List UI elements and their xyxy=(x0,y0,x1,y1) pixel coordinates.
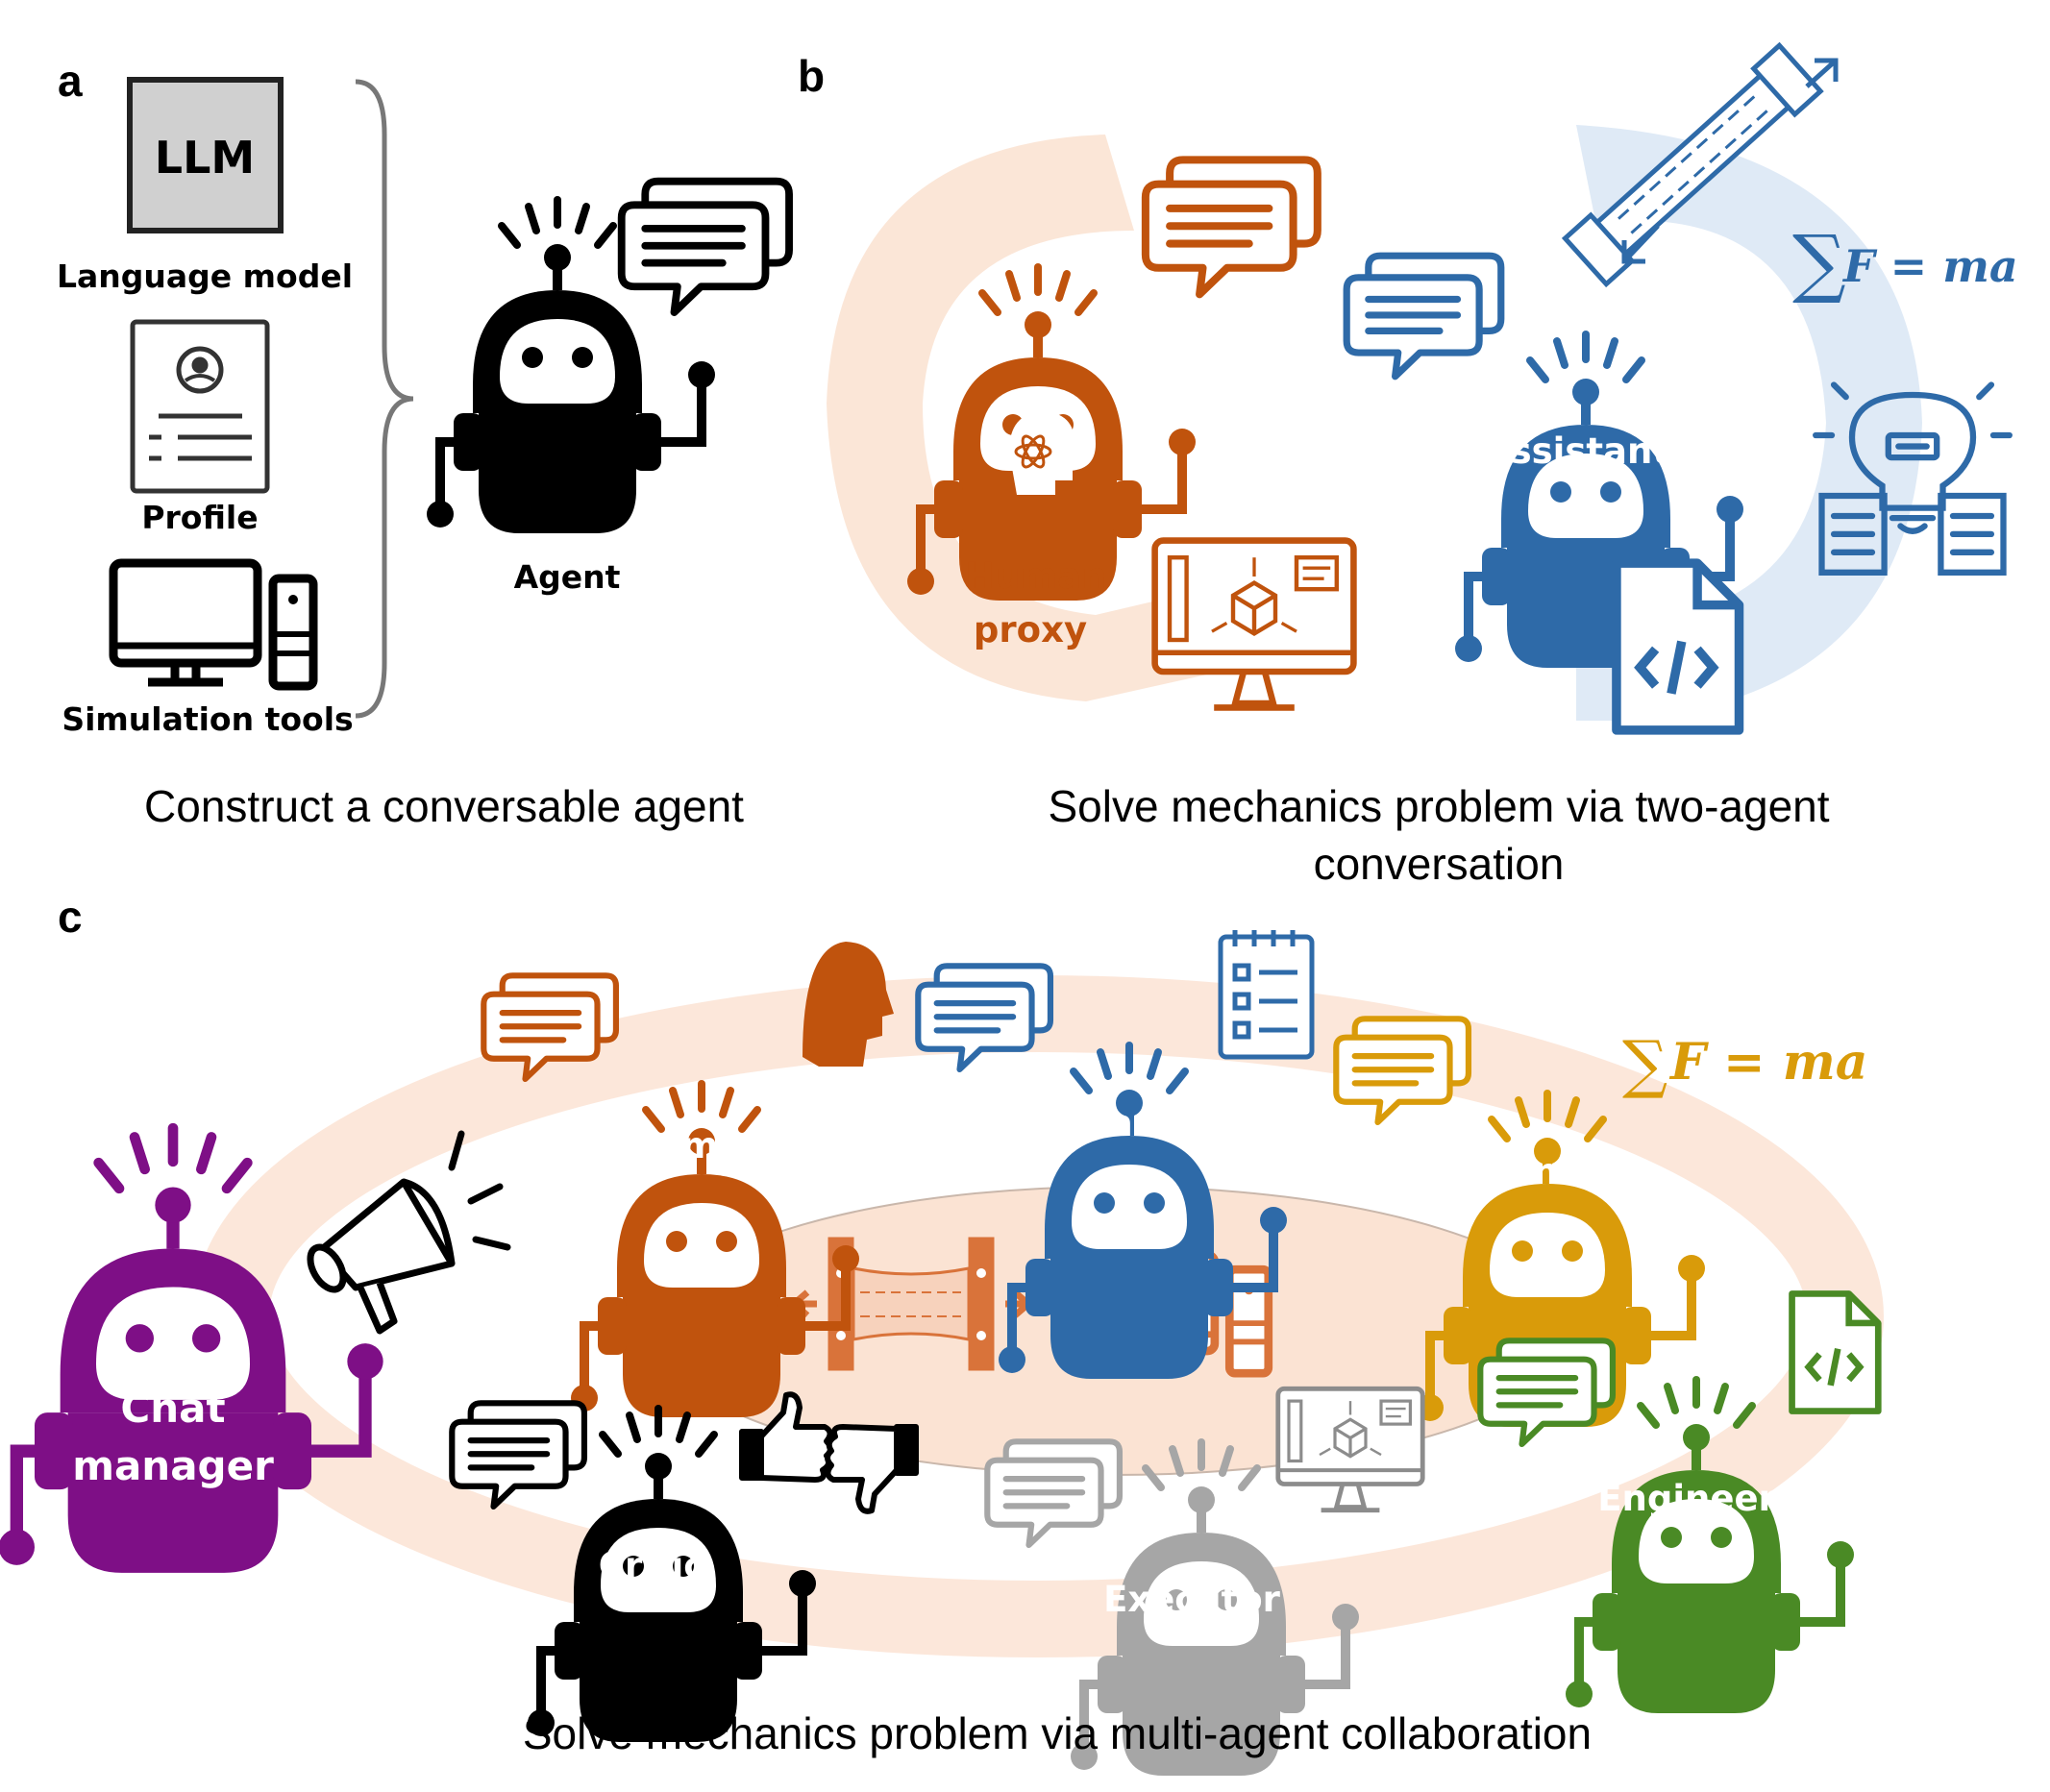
panel-a-label: a xyxy=(58,56,83,106)
panel-c-label: c xyxy=(58,892,83,942)
chat-manager-label-line2: manager xyxy=(72,1442,274,1489)
scientist-speech-bubbles-icon xyxy=(1336,1019,1469,1122)
assistant-speech-bubbles-icon xyxy=(1346,256,1501,377)
human-head-silhouette-icon xyxy=(803,942,894,1067)
sum-symbol-c: ∑ xyxy=(1622,1027,1667,1101)
orange-cycle-arrow xyxy=(827,135,1307,701)
panel-a-caption: Construct a conversable agent xyxy=(144,781,744,831)
human-head-atom-icon xyxy=(1009,411,1081,495)
language-model-label: Language model xyxy=(57,258,353,295)
panel-b-caption-line2: conversation xyxy=(1314,839,1565,889)
newton-equation-c: ∑ F = ma xyxy=(1622,1027,1867,1101)
engineer-label: Engineer xyxy=(1597,1478,1776,1519)
panel-a: a LLM Language model Profile Simulation … xyxy=(57,56,789,831)
panel-b-caption-line1: Solve mechanics problem via two-agent xyxy=(1048,781,1829,831)
agent-label: Agent xyxy=(514,558,621,596)
human-proxy-label-line1: Human xyxy=(965,555,1106,597)
planner-label: Planner xyxy=(1046,1103,1201,1144)
code-file-icon-b xyxy=(1617,563,1740,730)
panel-b: b Human proxy Assistant xyxy=(798,41,2018,889)
equation-b-text: F = ma xyxy=(1841,240,2018,292)
llm-box-text: LLM xyxy=(155,132,255,184)
human-proxy-label-line2: proxy xyxy=(974,609,1087,651)
cad-monitor-icon xyxy=(1155,541,1354,708)
profile-document-icon xyxy=(130,319,270,494)
tensile-specimen-icon xyxy=(1561,41,1839,288)
thumbs-up-down-icon xyxy=(739,1391,919,1514)
panel-c: c Admin xyxy=(0,892,1884,1776)
llm-box: LLM xyxy=(127,77,284,233)
assistant-label: Assistant xyxy=(1483,430,1669,472)
critic-label: Critic xyxy=(599,1545,704,1586)
admin-label: Admin xyxy=(629,1125,756,1166)
simulation-computer-icon xyxy=(113,563,313,686)
executor-label: Executor xyxy=(1103,1579,1281,1620)
critic-speech-bubbles-icon xyxy=(452,1403,584,1507)
sum-symbol-b: ∑ xyxy=(1792,220,1846,307)
agent-speech-bubbles-icon xyxy=(622,182,789,312)
chat-manager-label-line1: Chat xyxy=(120,1385,225,1432)
panel-b-label: b xyxy=(798,51,825,101)
human-proxy-speech-bubbles-icon xyxy=(1146,160,1318,294)
newton-equation-b: ∑ F = ma xyxy=(1792,220,2018,307)
scientist-label: Scientist xyxy=(1450,1151,1626,1192)
panel-c-caption: Solve mechanics problem via multi-agent … xyxy=(523,1708,1592,1758)
equation-c-text: F = ma xyxy=(1668,1033,1867,1092)
engineer-speech-bubbles-icon xyxy=(1480,1340,1613,1444)
curly-brace xyxy=(355,79,414,719)
megaphone-icon xyxy=(307,1130,511,1335)
executor-cad-monitor-icon xyxy=(1278,1388,1422,1510)
planner-checklist-icon xyxy=(1218,930,1315,1060)
simulation-tools-label: Simulation tools xyxy=(62,700,353,738)
code-file-icon-c xyxy=(1792,1293,1879,1411)
profile-label: Profile xyxy=(141,499,258,536)
executor-speech-bubbles-icon xyxy=(987,1441,1120,1545)
